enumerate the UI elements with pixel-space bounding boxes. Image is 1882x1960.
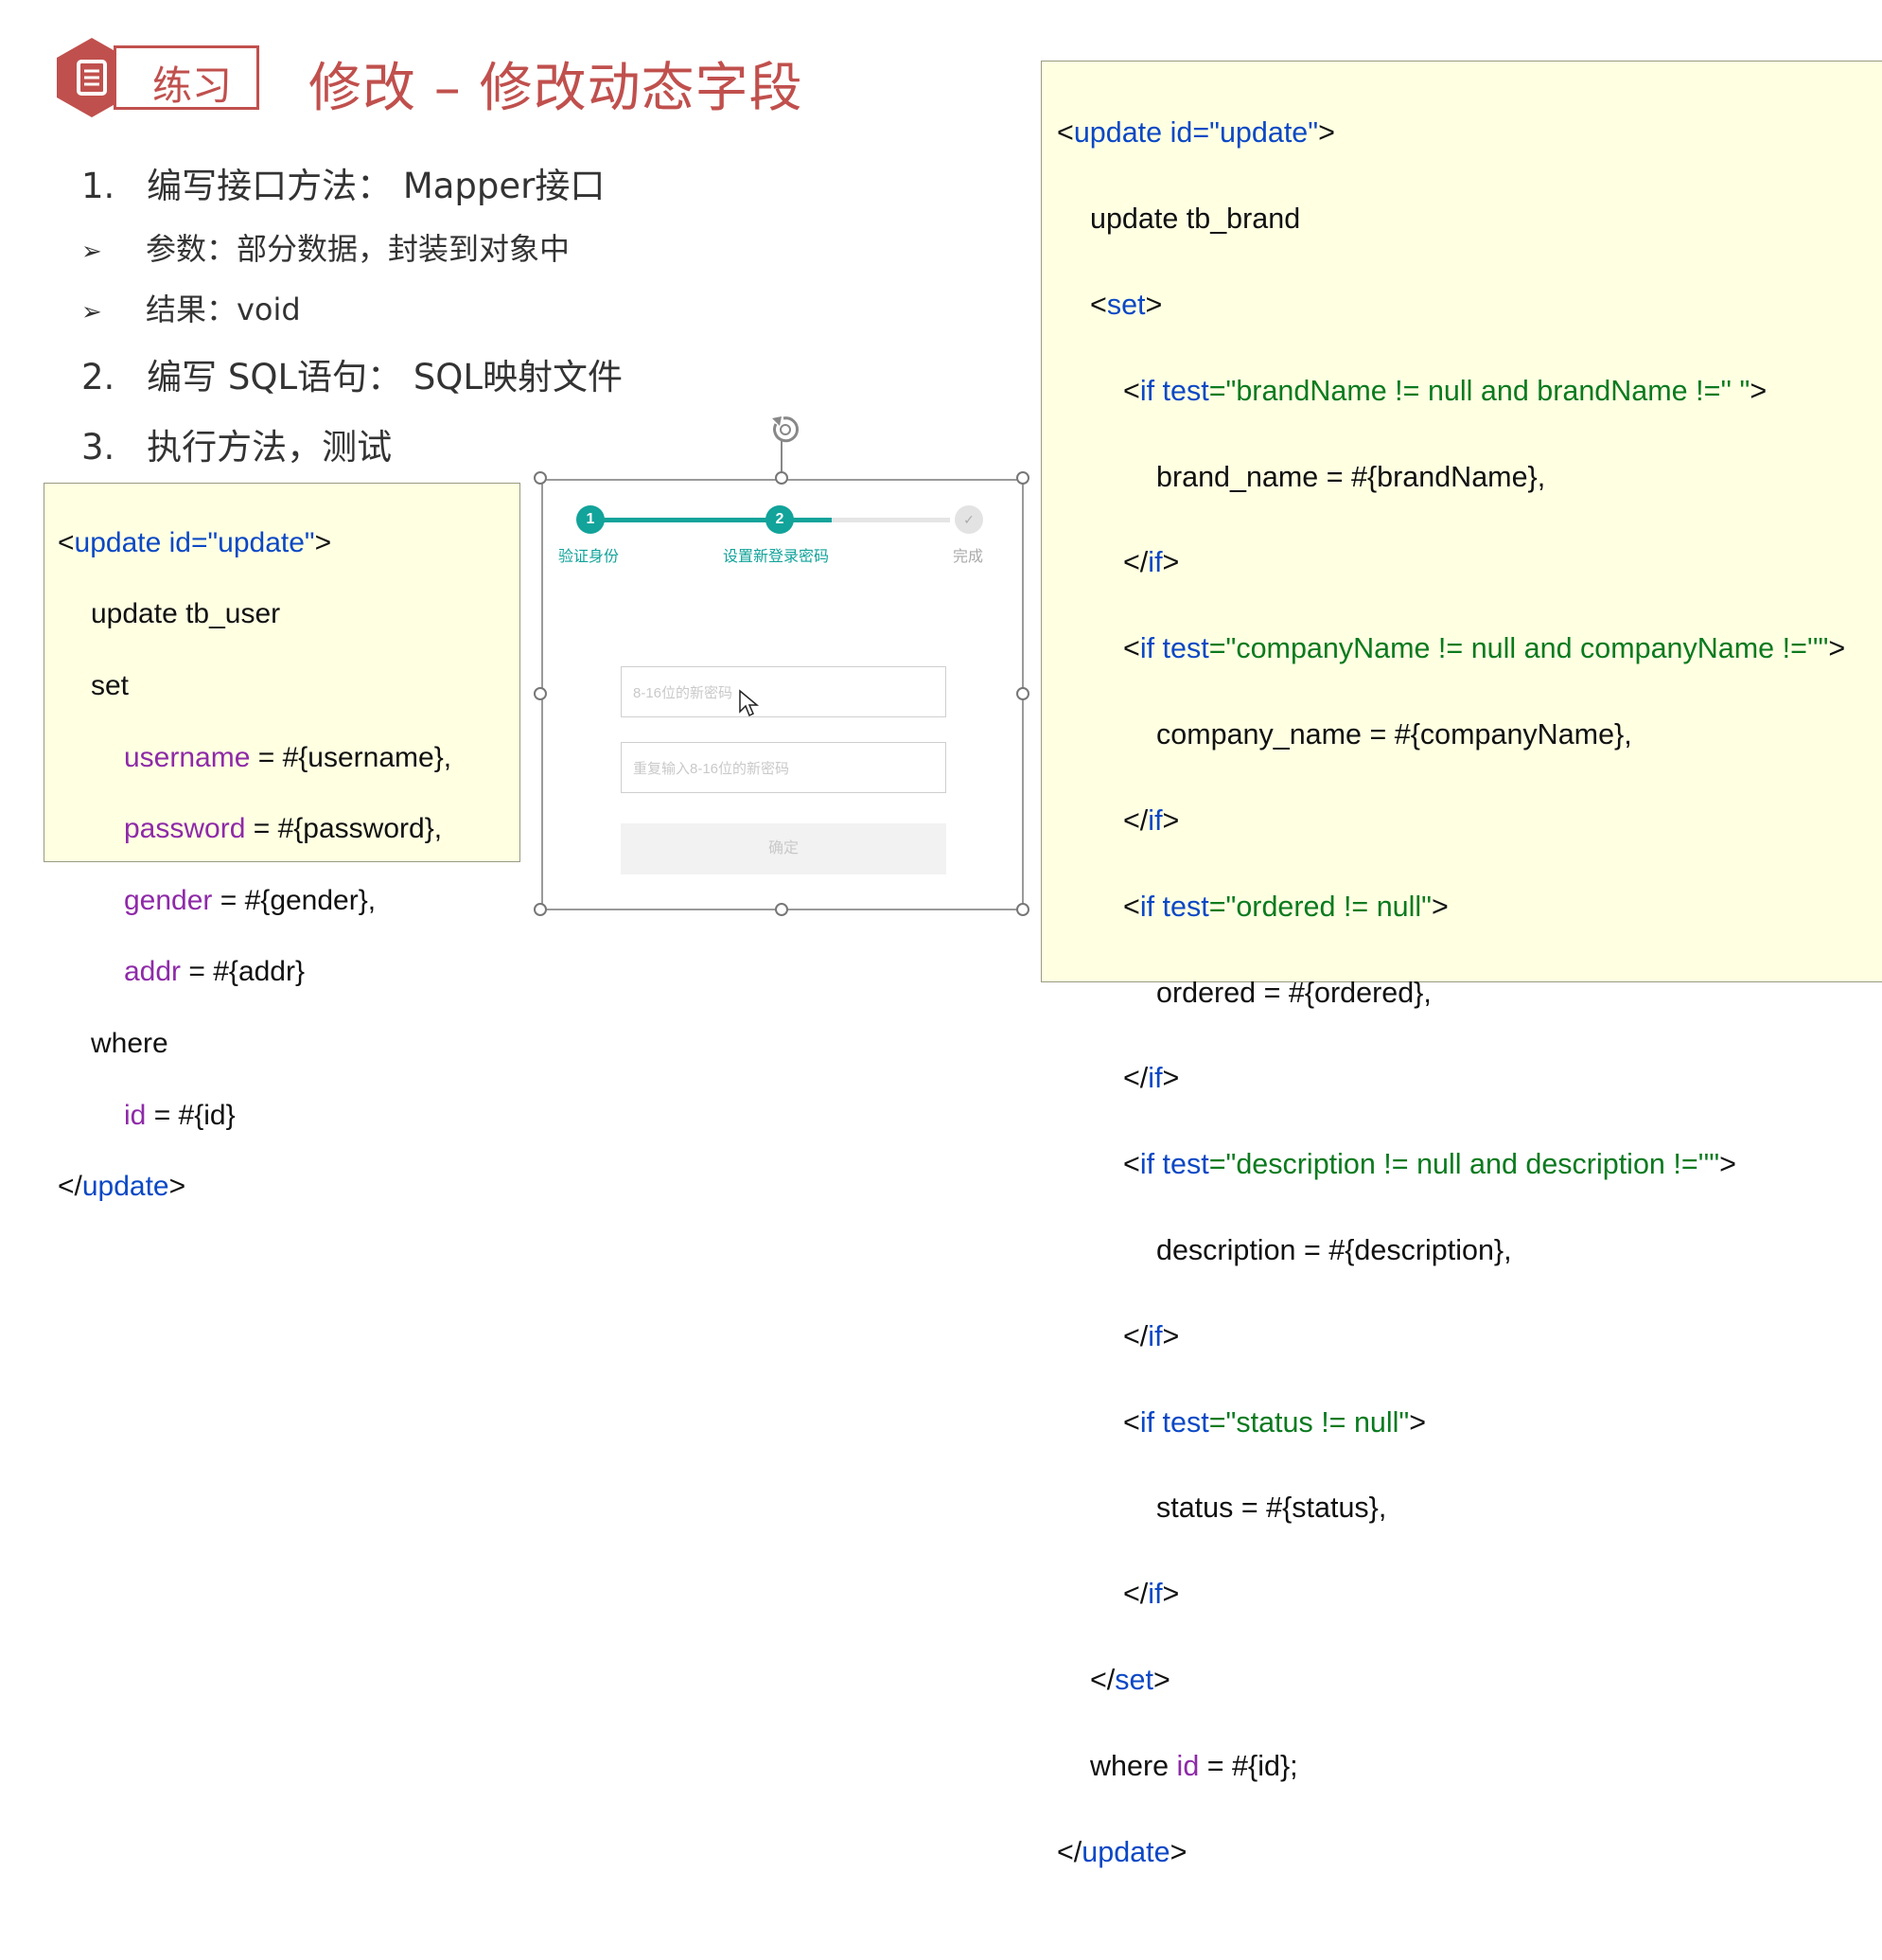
slide-title: 修改 – 修改动态字段 bbox=[308, 58, 803, 119]
sub-bullet-text: 结果：void bbox=[145, 291, 301, 327]
left-code-box: <update id="update"> update tb_user set … bbox=[44, 483, 520, 1202]
step-dot-1: 1 bbox=[576, 505, 605, 534]
code-line: </if> bbox=[1123, 546, 1180, 579]
password-reset-dialog[interactable]: 1 2 ✓ 验证身份 设置新登录密码 完成 8-16位的新密码 重复输入8-16… bbox=[541, 479, 1024, 910]
code-line: gender = #{gender}, bbox=[124, 884, 377, 916]
right-code-block: <update id="update"> update tb_brand <se… bbox=[1057, 69, 1845, 1960]
code-line: set bbox=[91, 669, 130, 701]
step-dot-2: 2 bbox=[765, 505, 794, 534]
resize-handle-right[interactable] bbox=[1016, 687, 1029, 700]
code-line: description = #{description}, bbox=[1156, 1233, 1512, 1266]
step-number: 1. bbox=[81, 166, 115, 206]
code-line: update tb_brand bbox=[1090, 203, 1301, 236]
code-line: <update id="update"> bbox=[1057, 116, 1335, 150]
code-line: <update id="update"> bbox=[58, 526, 332, 558]
code-line: <if test="brandName != null and brandNam… bbox=[1123, 374, 1768, 407]
confirm-button[interactable]: 确定 bbox=[621, 823, 946, 874]
code-line: <if test="companyName != null and compan… bbox=[1123, 632, 1846, 665]
code-line: ordered = #{ordered}, bbox=[1156, 976, 1432, 1009]
code-line: where bbox=[91, 1027, 168, 1059]
code-line: </if> bbox=[1123, 1319, 1180, 1352]
right-code-box: <update id="update"> update tb_brand <se… bbox=[1041, 61, 1882, 1868]
sub-bullet-text: 参数：部分数据，封装到对象中 bbox=[145, 231, 570, 267]
step-text: 执行方法，测试 bbox=[147, 427, 393, 468]
code-line: company_name = #{companyName}, bbox=[1156, 718, 1632, 751]
code-line: <if test="ordered != null"> bbox=[1123, 890, 1449, 923]
step-3: 3. 执行方法，测试 bbox=[81, 418, 392, 469]
move-cursor-icon bbox=[739, 689, 760, 717]
code-line: </if> bbox=[1123, 1578, 1180, 1611]
step-text: 编写 SQL语句： SQL映射文件 bbox=[147, 357, 624, 397]
resize-handle-left[interactable] bbox=[534, 687, 547, 700]
step-number: 3. bbox=[81, 427, 115, 468]
resize-handle-top-left[interactable] bbox=[534, 471, 547, 485]
exercise-badge: 练习 bbox=[114, 45, 259, 110]
code-line: password = #{password}, bbox=[124, 813, 443, 845]
code-line: id = #{id} bbox=[124, 1099, 236, 1131]
code-line: brand_name = #{brandName}, bbox=[1156, 460, 1546, 493]
resize-handle-top-right[interactable] bbox=[1016, 471, 1029, 485]
bullet-arrow-icon: ➢ bbox=[81, 298, 102, 327]
resize-handle-bottom[interactable] bbox=[775, 903, 788, 916]
step-1: 1. 编写接口方法： Mapper接口 bbox=[81, 157, 605, 208]
step-label-done: 完成 bbox=[953, 549, 984, 565]
code-line: where id = #{id}; bbox=[1090, 1749, 1298, 1782]
code-line: </if> bbox=[1123, 803, 1180, 837]
progress-fill bbox=[590, 518, 832, 522]
code-line: </update> bbox=[58, 1171, 186, 1203]
left-code-block: <update id="update"> update tb_user set … bbox=[58, 489, 451, 1277]
resize-handle-top[interactable] bbox=[775, 471, 788, 485]
check-icon: ✓ bbox=[955, 505, 983, 534]
badge-label: 练习 bbox=[152, 62, 233, 109]
code-line: addr = #{addr} bbox=[124, 956, 306, 988]
resize-handle-bottom-right[interactable] bbox=[1016, 903, 1029, 916]
step-2: 2. 编写 SQL语句： SQL映射文件 bbox=[81, 348, 623, 399]
code-line: </set> bbox=[1090, 1664, 1170, 1697]
step-number: 2. bbox=[81, 357, 115, 397]
step-text: 编写接口方法： Mapper接口 bbox=[147, 166, 606, 206]
resize-handle-bottom-left[interactable] bbox=[534, 903, 547, 916]
code-line: update tb_user bbox=[91, 598, 281, 630]
code-line: <set> bbox=[1090, 289, 1163, 322]
code-line: username = #{username}, bbox=[124, 741, 452, 773]
confirm-password-input[interactable]: 重复输入8-16位的新密码 bbox=[621, 742, 946, 793]
code-line: </update> bbox=[1057, 1835, 1187, 1868]
code-line: <if test="status != null"> bbox=[1123, 1405, 1427, 1439]
rotate-handle-icon[interactable] bbox=[766, 407, 804, 483]
code-line: </if> bbox=[1123, 1062, 1180, 1095]
new-password-input[interactable]: 8-16位的新密码 bbox=[621, 666, 946, 717]
code-line: <if test="description != null and descri… bbox=[1123, 1148, 1736, 1181]
sub-bullet-params: ➢ 参数：部分数据，封装到对象中 bbox=[81, 225, 570, 269]
code-line: status = #{status}, bbox=[1156, 1492, 1387, 1525]
sub-bullet-result: ➢ 结果：void bbox=[81, 286, 301, 329]
bullet-arrow-icon: ➢ bbox=[81, 238, 102, 266]
step-label-verify: 验证身份 bbox=[558, 549, 620, 565]
step-label-set-password: 设置新登录密码 bbox=[723, 549, 830, 565]
document-icon bbox=[57, 38, 127, 117]
